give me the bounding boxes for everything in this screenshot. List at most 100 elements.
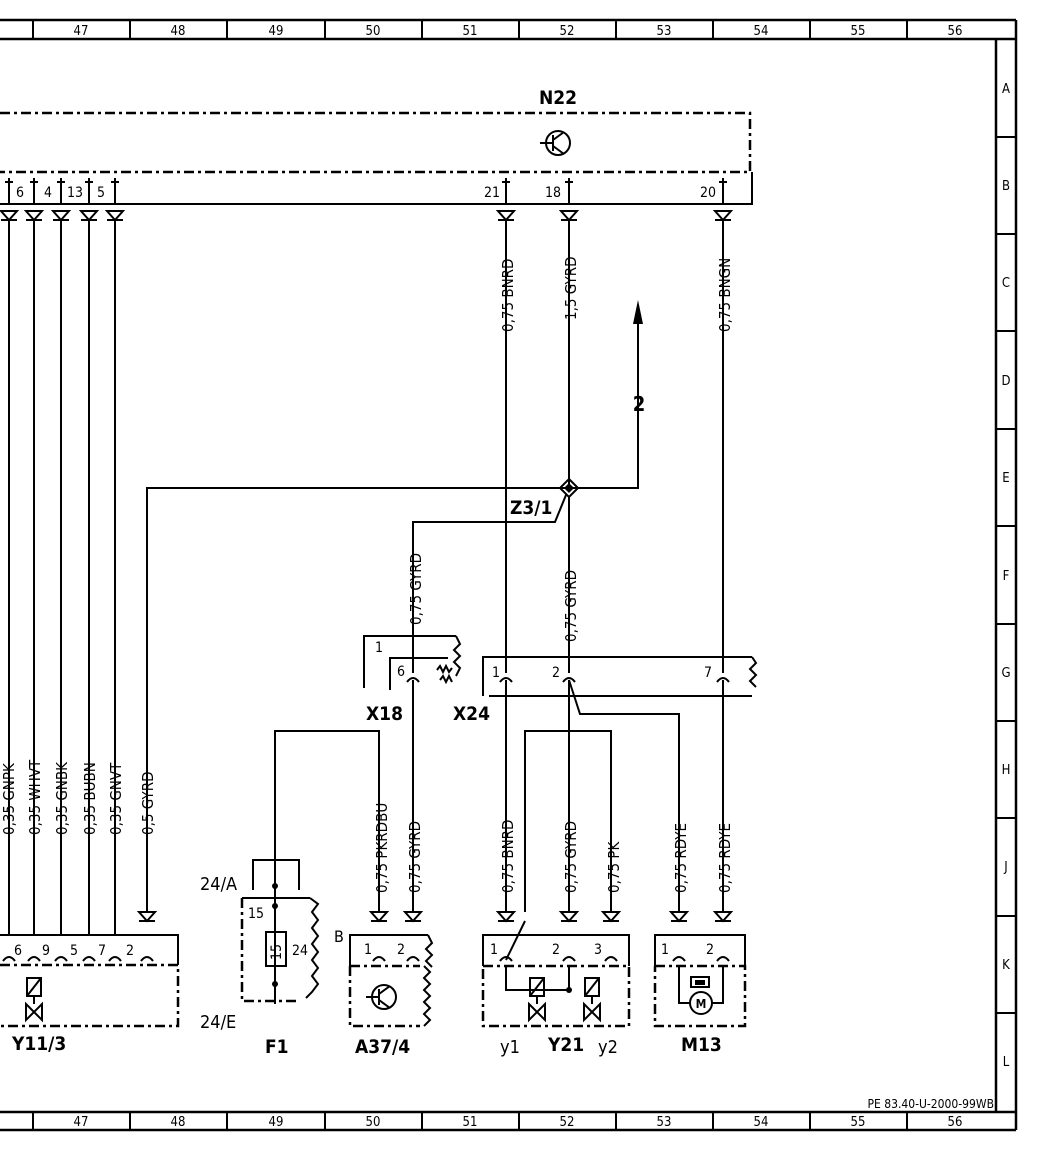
- col-label: 50: [366, 1115, 381, 1130]
- wire-label: 0,75 GYRD: [562, 821, 580, 893]
- transistor-icon: [366, 984, 397, 1010]
- pin-number: 6: [16, 185, 24, 201]
- wire-label: 0,35 GNVT: [107, 762, 125, 835]
- col-label: 51: [463, 1115, 478, 1130]
- f1-fuse: 24/A 15 24 15 24/E F1: [200, 859, 320, 1058]
- pin-number: 5: [70, 943, 78, 959]
- pin-number: 13: [67, 185, 83, 201]
- svg-text:M: M: [696, 997, 707, 1011]
- col-label: 47: [74, 24, 89, 39]
- left-wires: [8, 220, 568, 935]
- pin-number: 7: [98, 943, 106, 959]
- solenoid-valve-icon: [528, 977, 546, 1023]
- x24-pin: 2: [552, 665, 560, 681]
- x18-pin-1: 1: [375, 640, 383, 656]
- pin-number: 1: [661, 942, 669, 958]
- y21-label: Y21: [547, 1034, 584, 1056]
- y11-3-label: Y11/3: [11, 1033, 66, 1055]
- arrow-ref-label: 2: [633, 392, 646, 416]
- z3-1-splice: Z3/1: [412, 477, 580, 673]
- z3-1-label: Z3/1: [510, 497, 552, 519]
- wire-label: 0,75 RDYE: [716, 823, 734, 893]
- col-label: 49: [269, 24, 284, 39]
- frame: 47 48 49 50 51 52 53 54 55 56 47 48 49 5…: [0, 18, 1018, 1132]
- wire-label: 1,5 GYRD: [562, 257, 580, 320]
- solenoid-valve-icon: [583, 977, 601, 1023]
- y21-valve-block: 1 2 3 y1 Y21 y2: [481, 920, 631, 1058]
- wire-label: 0,75 BNGN: [716, 258, 734, 332]
- a37-4-label: A37/4: [355, 1036, 410, 1058]
- col-label: 50: [366, 24, 381, 39]
- row-label: G: [1001, 666, 1010, 681]
- pin-connectors: [5, 178, 727, 204]
- pin-number: 9: [42, 943, 50, 959]
- fuse-number: 15: [269, 944, 285, 960]
- lower-wires: [274, 679, 724, 912]
- f1-label: F1: [265, 1036, 289, 1058]
- x24-label: X24: [453, 703, 490, 725]
- row-label: D: [1001, 374, 1010, 389]
- col-label: 56: [948, 1115, 963, 1130]
- pin-number: 2: [706, 942, 714, 958]
- reference-arrow: 2: [568, 300, 646, 489]
- solenoid-valve-icon: [25, 977, 43, 1023]
- pin-number: 2: [126, 943, 134, 959]
- row-label: K: [1002, 958, 1010, 973]
- a37-4-module: B 1 2 A37/4: [334, 927, 434, 1058]
- col-label: 53: [657, 1115, 672, 1130]
- wire-label: 0,35 BUBN: [81, 762, 99, 835]
- row-label: A: [1002, 82, 1010, 97]
- arrow-connectors-lower: [368, 911, 734, 923]
- pin-number: 21: [484, 185, 500, 201]
- drawing-reference: PE 83.40-U-2000-99WB: [867, 1097, 994, 1111]
- row-ticks: [996, 136, 1016, 1014]
- row-label: C: [1002, 276, 1010, 291]
- wire-label: 0,75 GYRD: [562, 570, 580, 642]
- col-label: 55: [851, 24, 866, 39]
- pin-number: 2: [397, 942, 405, 958]
- wire-label: 0,75 PKRDBU: [373, 803, 391, 893]
- col-label: 48: [171, 1115, 186, 1130]
- x24-pin: 7: [704, 665, 712, 681]
- col-label: 55: [851, 1115, 866, 1130]
- f1-bottom-ref: 24/E: [200, 1012, 236, 1033]
- col-label: 52: [560, 1115, 575, 1130]
- n22-label: N22: [539, 87, 577, 109]
- x24-pin: 1: [492, 665, 500, 681]
- wire-label: 0,35 WHVT: [26, 759, 44, 835]
- pin-number: 3: [594, 942, 602, 958]
- y21-sub-y1: y1: [500, 1037, 520, 1058]
- col-label: 56: [948, 24, 963, 39]
- row-label: L: [1003, 1055, 1010, 1070]
- n22-module: N22 6 4 13 5 21 18 20: [0, 87, 753, 222]
- row-label: H: [1002, 763, 1011, 778]
- f1-top-ref: 24/A: [200, 874, 237, 895]
- pin-number: 4: [44, 185, 52, 201]
- row-label: B: [1002, 179, 1010, 194]
- x18-label: X18: [366, 703, 403, 725]
- col-label: 48: [171, 24, 186, 39]
- pin-number: 5: [97, 185, 105, 201]
- pin-number: 2: [552, 942, 560, 958]
- m13-label: M13: [681, 1034, 722, 1056]
- pin-number: 1: [364, 942, 372, 958]
- x24-connector: 1 2 7 X24: [453, 656, 758, 725]
- wire-label: 0,75 GYRD: [407, 553, 425, 625]
- wire-label: 0,75 PK: [605, 841, 623, 893]
- col-label: 53: [657, 24, 672, 39]
- row-label: F: [1003, 569, 1010, 584]
- col-label: 54: [754, 1115, 769, 1130]
- transistor-icon: [540, 130, 571, 156]
- row-label: E: [1002, 471, 1009, 486]
- wire-label: 0,5 GYRD: [139, 772, 157, 835]
- col-label: 54: [754, 24, 769, 39]
- motor-icon: M: [689, 976, 713, 1015]
- column-ticks: [32, 20, 908, 1130]
- pin-number: 1: [490, 942, 498, 958]
- col-label: 52: [560, 24, 575, 39]
- wire-label: 0,35 GNPK: [0, 762, 18, 835]
- x18-connector: 1 6 X18: [363, 635, 462, 725]
- col-label: 51: [463, 24, 478, 39]
